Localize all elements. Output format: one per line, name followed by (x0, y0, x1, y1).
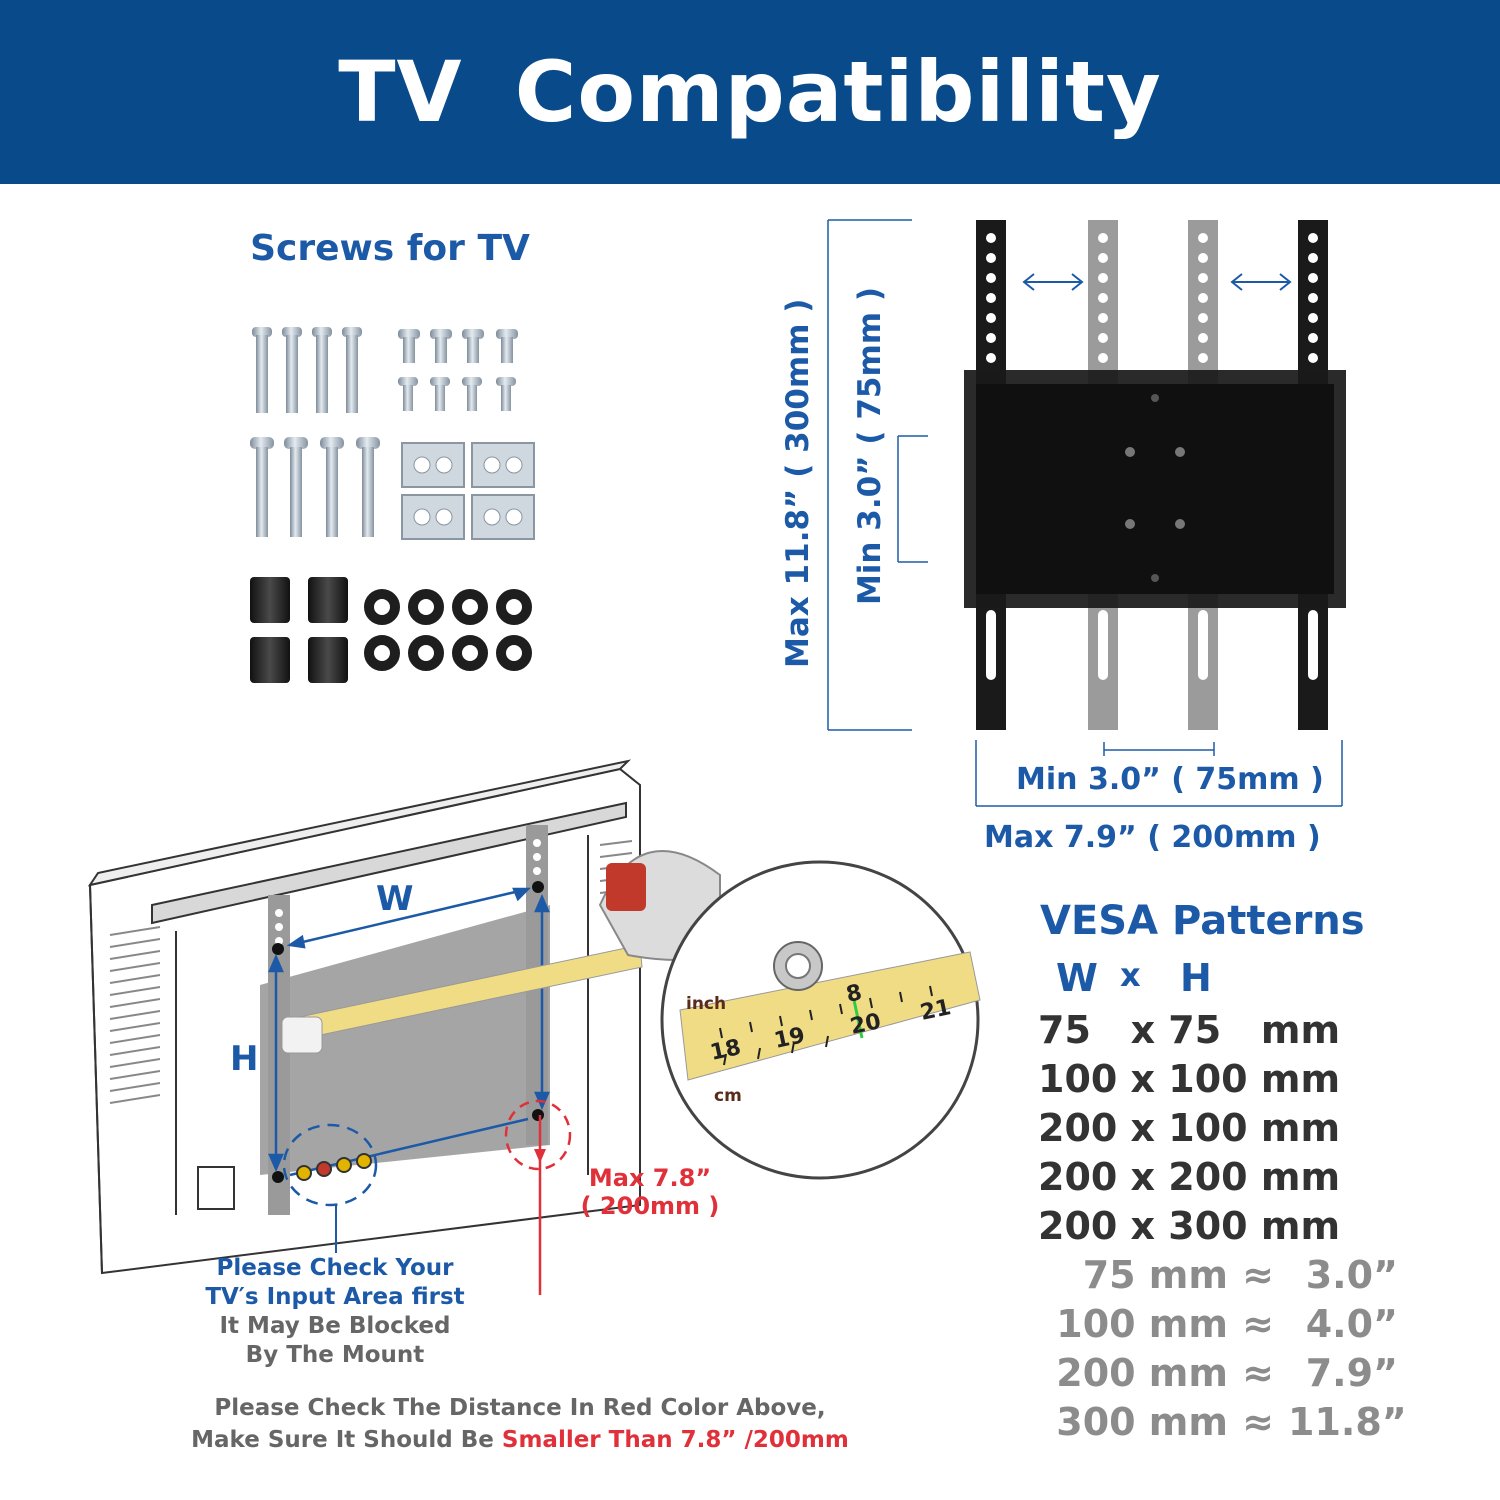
width-measure-arrow (286, 887, 532, 949)
max-distance-label: Max 7.8” ( 200mm ) (570, 1164, 730, 1220)
distance-note-line-2: Make Sure It Should Be Smaller Than 7.8”… (150, 1424, 890, 1456)
vesa-pattern-row: 100 x 100 mm (1038, 1057, 1341, 1101)
distance-warning-note: Please Check The Distance In Red Color A… (150, 1392, 890, 1456)
conversion-inch: 11.8” (1288, 1400, 1407, 1444)
tape-magnifier: 8 20 21 18 19 inch cm (640, 860, 1000, 1180)
min-width-dimension-line (1103, 742, 1215, 756)
spacer-plate-icon (401, 442, 535, 540)
input-note-line-4: By The Mount (245, 1342, 425, 1368)
vesa-header-x: x (1120, 956, 1141, 994)
conversion-mm: 75 mm (1082, 1253, 1228, 1297)
min-height-dimension-line (897, 435, 928, 563)
conversion-inch: 3.0” (1305, 1253, 1398, 1297)
max-width-label: Max 7.9” ( 200mm ) (984, 820, 1321, 855)
av-input-ports-icon (197, 1153, 372, 1210)
vesa-pattern-row: 200 x 300 mm (1038, 1204, 1341, 1248)
vesa-header-w: W (1056, 956, 1098, 1000)
vesa-title: VESA Patterns (1040, 898, 1365, 944)
min-height-label: Min 3.0” ( 75mm ) (852, 286, 888, 606)
conversion-approx: ≈ (1242, 1400, 1274, 1444)
vesa-header-h: H (1180, 956, 1212, 1000)
tape-mark-19: 19 (772, 1023, 807, 1054)
conversion-row: 300 mm ≈ 11.8” (1038, 1398, 1450, 1447)
input-note-line-1: Please Check Your (216, 1255, 454, 1281)
max-distance-mm: ( 200mm ) (580, 1192, 720, 1220)
tape-mark-8: 8 (844, 980, 864, 1008)
conversion-inch: 4.0” (1305, 1302, 1398, 1346)
long-bolt-icon (250, 437, 380, 537)
short-screw-icon (398, 329, 518, 411)
bottom-distance-highlight (504, 1099, 572, 1171)
distance-note-line-1: Please Check The Distance In Red Color A… (214, 1395, 826, 1421)
wall-plate (964, 370, 1346, 608)
distance-note-prefix: Make Sure It Should Be (191, 1427, 502, 1453)
input-note-line-3: It May Be Blocked (219, 1313, 451, 1339)
conversion-inch: 7.9” (1305, 1351, 1398, 1395)
conversion-mm: 300 mm (1056, 1400, 1228, 1444)
vesa-header: W x H (1056, 956, 1450, 1000)
max-height-dimension-line (827, 219, 912, 731)
mount-bracket-diagram: Max 11.8” ( 300mm ) Min 3.0” ( 75mm ) Mi… (780, 210, 1380, 870)
conversion-row: 200 mm ≈ 7.9” (1038, 1349, 1450, 1398)
input-note-line-2: TV′s Input Area first (205, 1284, 465, 1310)
inch-label: inch (686, 994, 727, 1014)
input-area-note: Please Check Your TV′s Input Area first … (175, 1254, 495, 1370)
tape-mark-20: 20 (848, 1009, 883, 1040)
conversion-approx: ≈ (1242, 1253, 1274, 1297)
max-distance-inch: Max 7.8” (588, 1164, 712, 1192)
vesa-patterns-panel: VESA Patterns W x H 75 x 75 mm 100 x 100… (1030, 898, 1450, 1447)
page-title: TV Compatibility (338, 43, 1162, 141)
vesa-pattern-row: 200 x 200 mm (1038, 1155, 1341, 1199)
washer-icon (364, 589, 532, 671)
max-width-dimension-line (975, 740, 1343, 807)
min-width-label: Min 3.0” ( 75mm ) (1016, 762, 1324, 797)
title-banner: TV Compatibility (0, 0, 1500, 184)
tape-mark-18: 18 (708, 1035, 743, 1066)
screws-title: Screws for TV (250, 228, 530, 269)
distance-note-limit: Smaller Than 7.8” /200mm (501, 1427, 849, 1453)
conversion-mm: 100 mm (1056, 1302, 1228, 1346)
conversion-mm: 200 mm (1056, 1351, 1228, 1395)
hardware-kit-illustration (250, 327, 535, 683)
input-area-highlight (282, 1123, 378, 1207)
cm-label: cm (714, 1086, 742, 1106)
conversion-approx: ≈ (1242, 1302, 1274, 1346)
conversion-row: 100 mm ≈ 4.0” (1038, 1300, 1450, 1349)
long-bolt-icon (252, 327, 362, 413)
vesa-pattern-row: 75 x 75 mm (1038, 1008, 1341, 1052)
max-height-label: Max 11.8” ( 300mm ) (780, 298, 816, 668)
rubber-spacer-icon (250, 577, 348, 683)
conversion-approx: ≈ (1242, 1351, 1274, 1395)
tape-mark-21: 21 (918, 995, 953, 1026)
conversion-row: 75 mm ≈ 3.0” (1038, 1251, 1450, 1300)
height-label: H (230, 1039, 259, 1079)
adjust-arrow-icon (1022, 273, 1292, 291)
vesa-pattern-row: 200 x 100 mm (1038, 1106, 1341, 1150)
width-label: W (376, 879, 414, 919)
